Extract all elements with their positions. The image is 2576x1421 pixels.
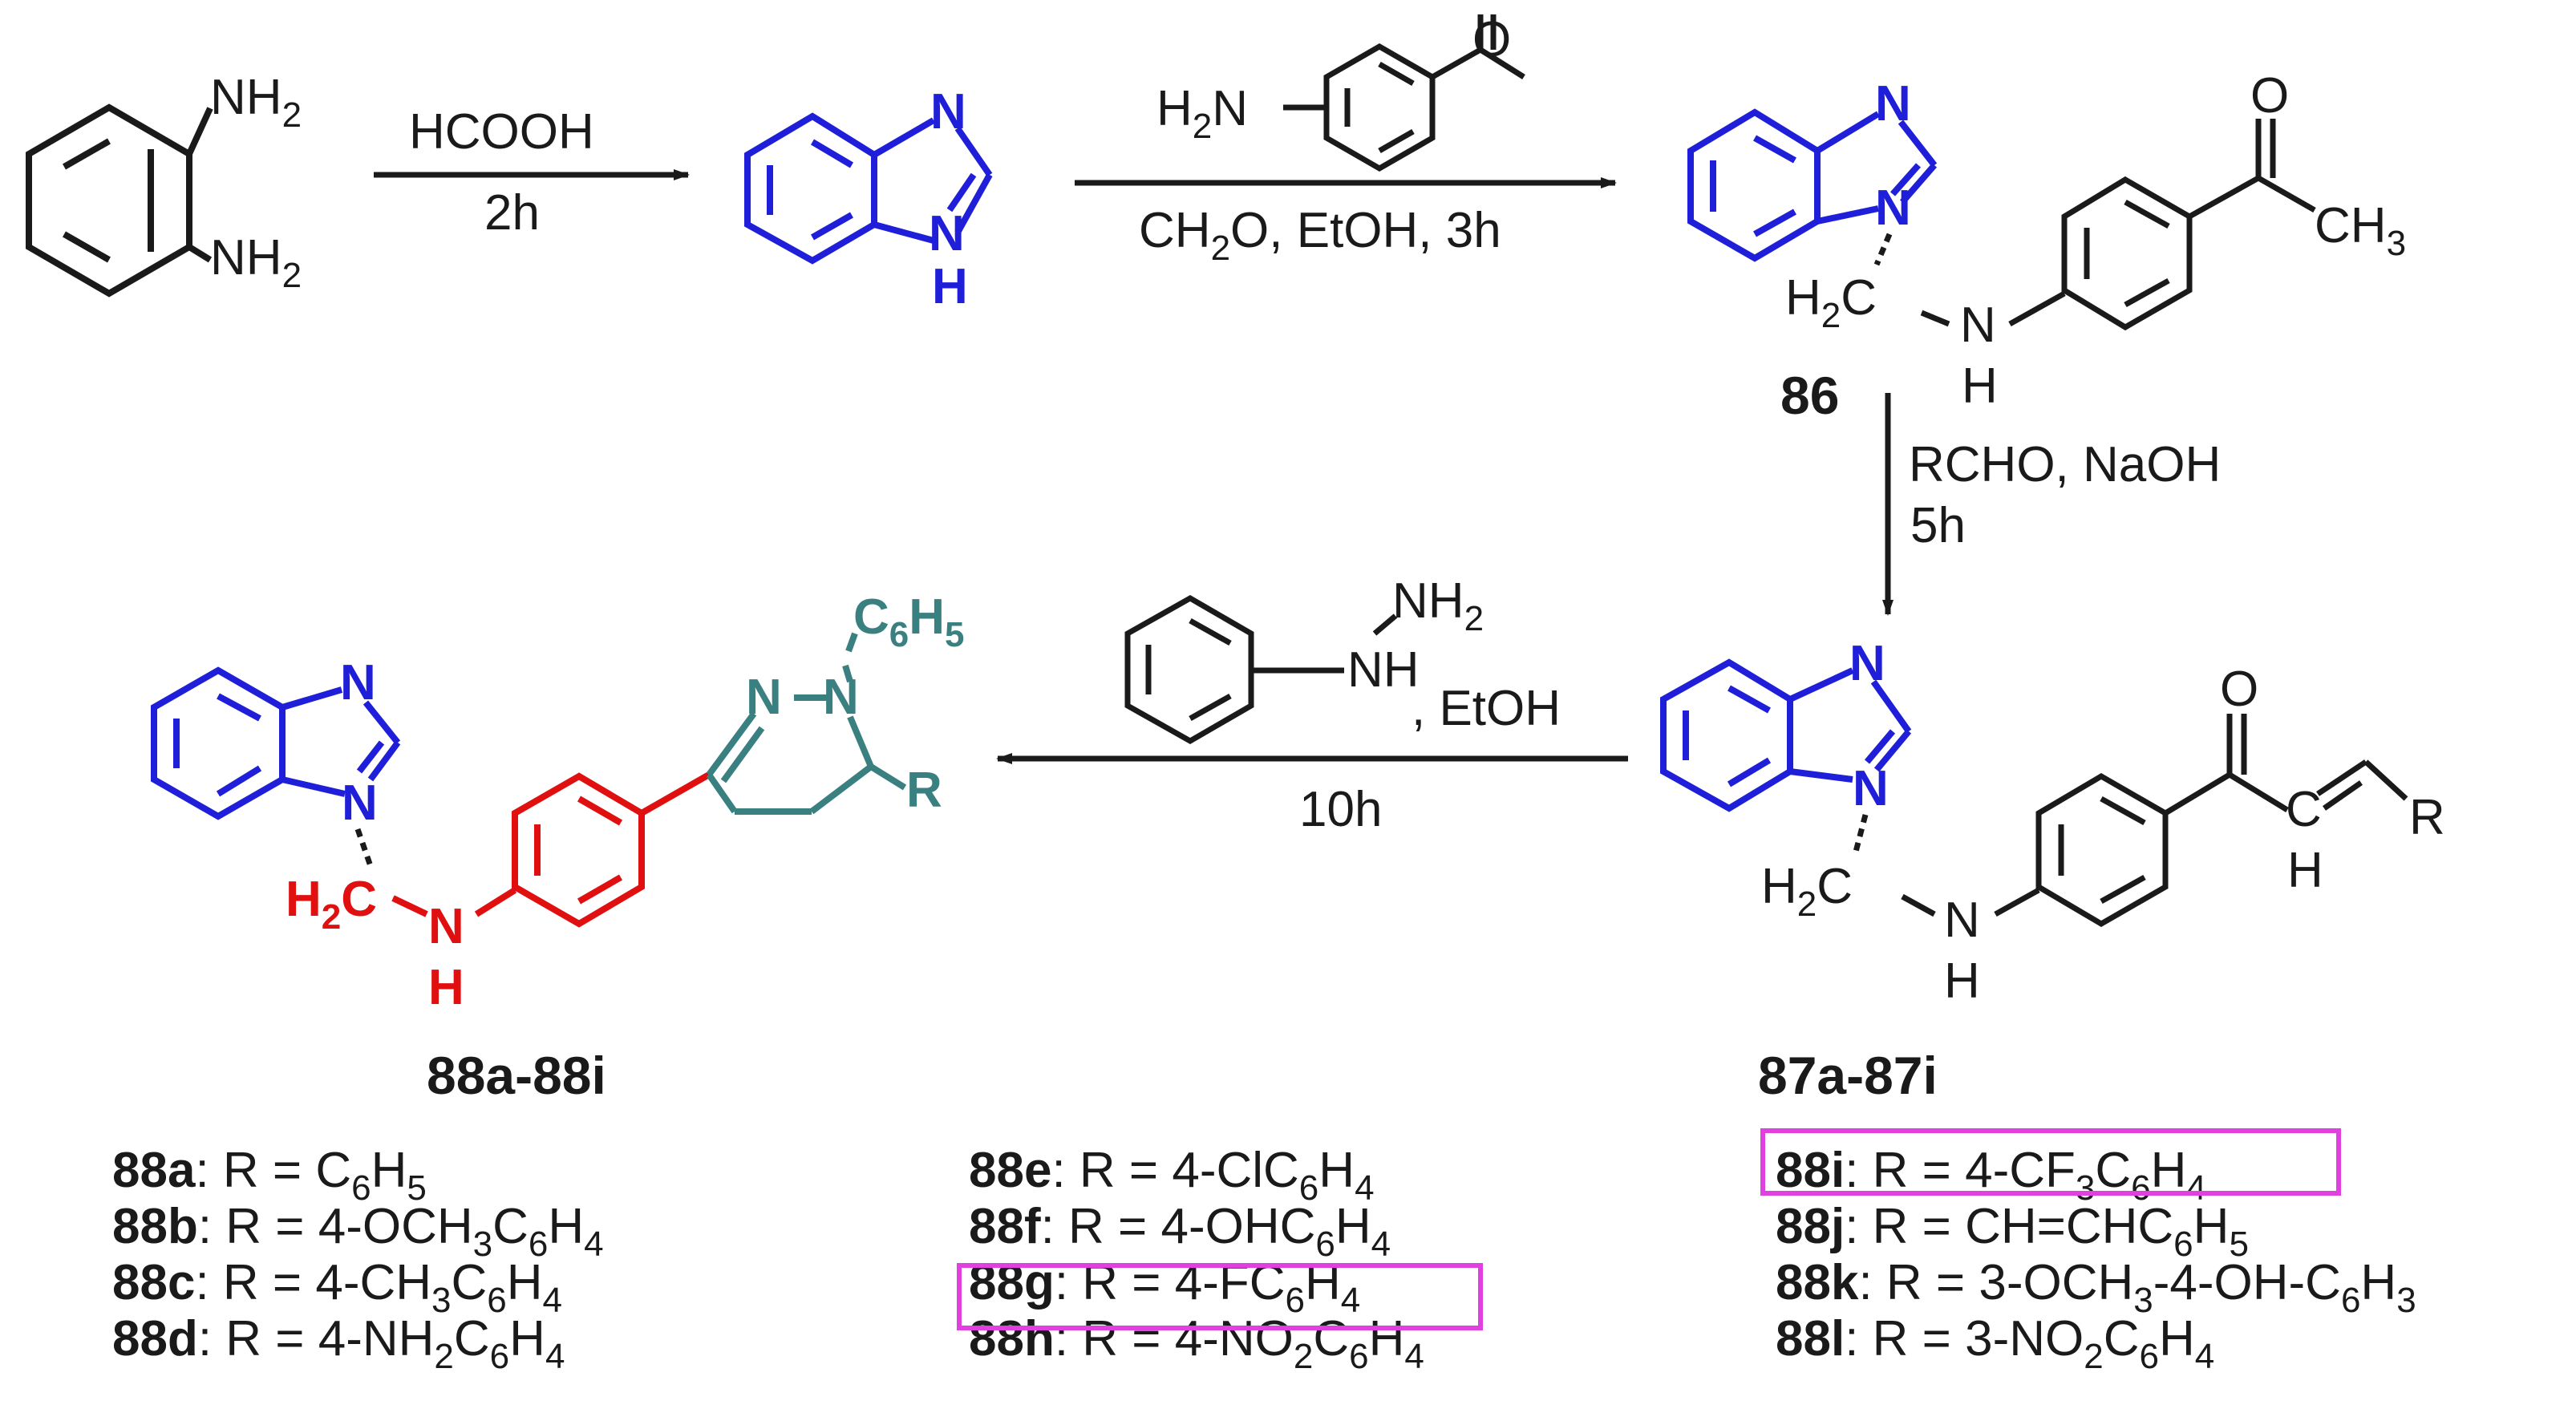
compound-86-label: 86 (1780, 366, 1839, 425)
c86-n-bottom: N (1875, 180, 1911, 236)
c88-ch2-label: H2C (286, 872, 377, 937)
r-group-88h: 88h: R = 4-NO2C6H4 (969, 1311, 1424, 1376)
compound-88-benzimidazole (151, 666, 401, 820)
c87-h-label: H (2287, 843, 2323, 898)
c87-n-bottom: N (1853, 761, 1889, 816)
benzimidazole-n-top: N (930, 84, 966, 140)
reagent-nh2-label: NH2 (1392, 573, 1484, 638)
nh2-top-label: NH2 (210, 70, 302, 135)
c88-nh-n: N (428, 899, 464, 954)
c88-nh-h: H (428, 960, 464, 1015)
r-group-88d: 88d: R = 4-NH2C6H4 (112, 1311, 565, 1376)
c87-n-top: N (1849, 636, 1885, 691)
step1-reagent: HCOOH (409, 104, 594, 160)
o-phenylenediamine (26, 103, 213, 298)
nh2-bottom-label: NH2 (210, 230, 302, 295)
benzimidazole-h: H (932, 259, 968, 314)
compound-87-phenyl (2035, 714, 2408, 928)
c87-o-label: O (2220, 662, 2258, 717)
benzimidazole (744, 112, 993, 265)
c86-ch2-label: H2C (1785, 270, 1877, 335)
c86-nh-n: N (1960, 298, 1996, 353)
c87-nh-h: H (1944, 953, 1980, 1009)
step4-time: 10h (1299, 782, 1382, 837)
highlight-box-88i (1760, 1128, 2341, 1196)
reagent-o-label: O (1472, 12, 1511, 67)
step3-reagent: RCHO, NaOH (1909, 437, 2221, 492)
compound-88-linker (354, 772, 645, 928)
r-group-88e: 88e: R = 4-ClC6H4 (969, 1143, 1375, 1208)
step4-solvent: , EtOH (1412, 681, 1561, 736)
highlight-box-88g (957, 1263, 1483, 1330)
compound-86-linker (1873, 233, 2066, 327)
compound-87-linker (1853, 814, 2040, 917)
c86-o-label: O (2250, 68, 2289, 123)
c86-n-top: N (1875, 76, 1911, 132)
c87-r-label: R (2409, 790, 2445, 845)
r-group-88b: 88b: R = 4-OCH3C6H4 (112, 1199, 604, 1264)
r-group-88c: 88c: R = 4-CH3C6H4 (112, 1255, 562, 1320)
c88-c6h5-label: C6H5 (853, 589, 965, 654)
r-group-88l: 88l: R = 3-NO2C6H4 (1776, 1311, 2214, 1376)
c86-ch3-label: CH3 (2315, 198, 2406, 263)
phenylhydrazine-reagent (1124, 594, 1398, 745)
aminoacetophenone-reagent (1283, 14, 1525, 172)
c87-c-label: C (2286, 782, 2322, 837)
r-group-88k: 88k: R = 3-OCH3-4-OH-C6H3 (1776, 1255, 2416, 1320)
reagent-nh-label: NH (1347, 642, 1420, 698)
r-group-88f: 88f: R = 4-OHC6H4 (969, 1199, 1391, 1264)
step1-time: 2h (484, 185, 540, 241)
compound-88-label: 88a-88i (427, 1046, 606, 1105)
c87-nh-n: N (1944, 893, 1980, 948)
c88-pyrazoline-n1: N (746, 670, 782, 725)
step2-conditions: CH2O, EtOH, 3h (1139, 203, 1501, 268)
r-group-88j: 88j: R = CH=CHC6H5 (1776, 1199, 2249, 1264)
reagent-h2n-label: H2N (1156, 81, 1248, 146)
r-group-88i: 88i: R = 4-CF3C6H4 (1776, 1143, 2206, 1208)
r-group-88a: 88a: R = C6H5 (112, 1143, 427, 1208)
c88-n-bottom: N (342, 775, 378, 831)
compound-86-phenyl (2061, 119, 2316, 331)
compound-86-benzimidazole (1687, 108, 1938, 262)
compound-87-label: 87a-87i (1758, 1046, 1938, 1105)
compound-87-benzimidazole (1660, 658, 1912, 812)
benzimidazole-n-bottom: N (929, 206, 965, 261)
step3-time: 5h (1910, 498, 1966, 553)
c88-pyrazoline-n2: N (823, 670, 859, 725)
c88-r-label: R (906, 763, 942, 818)
c87-ch2-label: H2C (1761, 859, 1853, 924)
c86-nh-h: H (1962, 358, 1998, 414)
c88-n-top: N (340, 655, 376, 710)
compound-88-pyrazoline (640, 632, 907, 816)
